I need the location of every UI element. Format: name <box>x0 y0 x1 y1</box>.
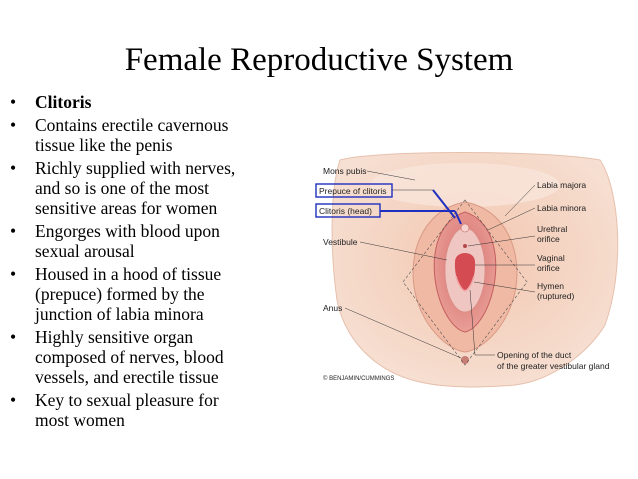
leader-line <box>487 207 536 231</box>
label-labia-minora: Labia minora <box>537 203 586 213</box>
vaginal-orifice <box>454 253 476 290</box>
label-vaginal-2: orifice <box>537 263 560 273</box>
leader-line <box>467 235 536 247</box>
label-hymen-1: Hymen <box>537 281 564 291</box>
clitoris-head <box>460 223 470 233</box>
bullet-text: Housed in a hood of tissue(prepuce) form… <box>35 264 222 324</box>
highlight-box-prepuce <box>315 183 393 198</box>
bullet-item: • Richly supplied with nerves,and so is … <box>8 158 298 218</box>
bullet-dot: • <box>10 92 17 112</box>
label-vaginal-1: Vaginal <box>537 253 565 263</box>
label-urethral-2: orifice <box>537 234 560 244</box>
leader-line <box>344 307 462 359</box>
label-duct-1: Opening of the duct <box>497 350 572 360</box>
figure-credit: © BENJAMIN/CUMMINGS <box>323 375 394 382</box>
bullet-dot: • <box>10 158 17 178</box>
label-prepuce: Prepuce of clitoris <box>319 186 387 196</box>
mons-pubis <box>370 163 560 207</box>
perineum-diamond <box>402 199 528 366</box>
label-clitoris: Clitoris (head) <box>319 206 372 216</box>
bullet-dot: • <box>10 327 17 347</box>
leader-line <box>473 281 536 293</box>
label-urethral-1: Urethral <box>537 224 567 234</box>
label-labia-majora: Labia majora <box>537 180 586 190</box>
bullet-dot: • <box>10 264 17 284</box>
label-vestibule: Vestibule <box>323 237 358 247</box>
slide-title: Female Reproductive System <box>124 42 514 78</box>
leader-line <box>359 241 448 261</box>
bullet-dot: • <box>10 390 17 410</box>
label-duct-2: of the greater vestibular gland <box>497 361 610 371</box>
leader-line <box>366 170 416 181</box>
leader-line <box>504 184 536 217</box>
bullet-text: Clitoris <box>35 92 92 112</box>
bullet-text: Richly supplied with nerves,and so is on… <box>35 158 236 218</box>
highlight-pointer-clitoris-tip <box>454 210 462 225</box>
leader-line <box>469 289 495 356</box>
label-hymen-2: (ruptured) <box>537 291 574 301</box>
label-mons-pubis: Mons pubis <box>323 166 366 176</box>
label-anus: Anus <box>323 303 342 313</box>
urethral-orifice <box>463 244 467 248</box>
bullet-dot: • <box>10 115 17 135</box>
bullet-list: • Clitoris • Contains erectile cavernous… <box>8 92 298 433</box>
anus <box>461 356 469 364</box>
bullet-item: • Housed in a hood of tissue(prepuce) fo… <box>8 264 298 324</box>
bullet-item: • Clitoris <box>8 92 298 112</box>
hymen <box>455 275 475 292</box>
bullet-dot: • <box>10 221 17 241</box>
highlight-pointer-prepuce <box>432 189 456 219</box>
anatomy-figure: Mons pubis Prepuce of clitoris Clitoris … <box>315 152 619 388</box>
